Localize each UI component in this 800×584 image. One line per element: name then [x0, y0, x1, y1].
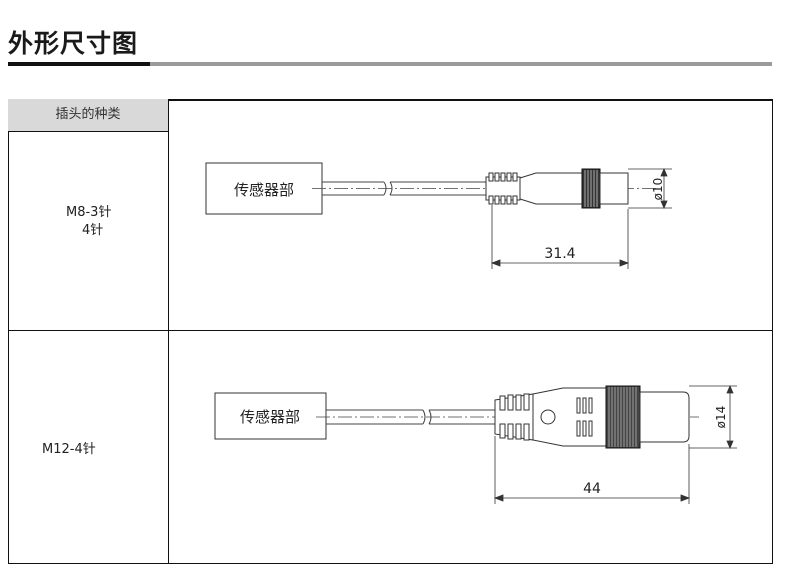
length-dimension: [493, 436, 691, 504]
strain-relief: [485, 172, 521, 205]
connector-tip: [599, 172, 629, 205]
length-dimension: [490, 205, 630, 269]
knurled-nut: [605, 385, 641, 449]
diameter-value: ø10: [651, 178, 665, 201]
diameter-dimension: [628, 167, 672, 210]
connector-dimension-table: 插头的种类 M8-3针 4针 M12-4针 传感器部: [8, 99, 773, 564]
table-border: [8, 99, 773, 564]
row-label-m8: M8-3针 4针: [66, 204, 111, 240]
title-underline-gray: [150, 62, 772, 66]
row-label-m8-line2: 4针: [82, 223, 104, 238]
diameter-value: ø14: [714, 406, 728, 429]
m8-connector-diagram: 传感器部: [205, 162, 672, 269]
length-value: 44: [583, 481, 601, 497]
header-cell-border: [8, 99, 169, 132]
header-connector-type: 插头的种类: [8, 99, 168, 131]
column-divider: [168, 99, 169, 564]
sensor-body-box: [214, 392, 327, 440]
title-underline-dark: [8, 62, 150, 66]
sensor-body-box: [205, 162, 323, 215]
length-value: 31.4: [544, 246, 575, 262]
sensor-body-label: 传感器部: [240, 408, 300, 426]
row-label-m12: M12-4针: [42, 442, 96, 457]
page-title: 外形尺寸图: [8, 29, 139, 58]
row-divider: [8, 330, 773, 331]
connector-body: [519, 172, 583, 205]
cable: [326, 409, 495, 425]
locking-screw: [540, 409, 556, 425]
row-label-m8-line1: M8-3针: [66, 205, 112, 220]
sensor-body-label: 传感器部: [234, 181, 294, 199]
connector-tip: [639, 391, 690, 443]
diameter-dimension: [689, 384, 737, 450]
m12-connector-diagram: 传感器部: [214, 384, 737, 504]
